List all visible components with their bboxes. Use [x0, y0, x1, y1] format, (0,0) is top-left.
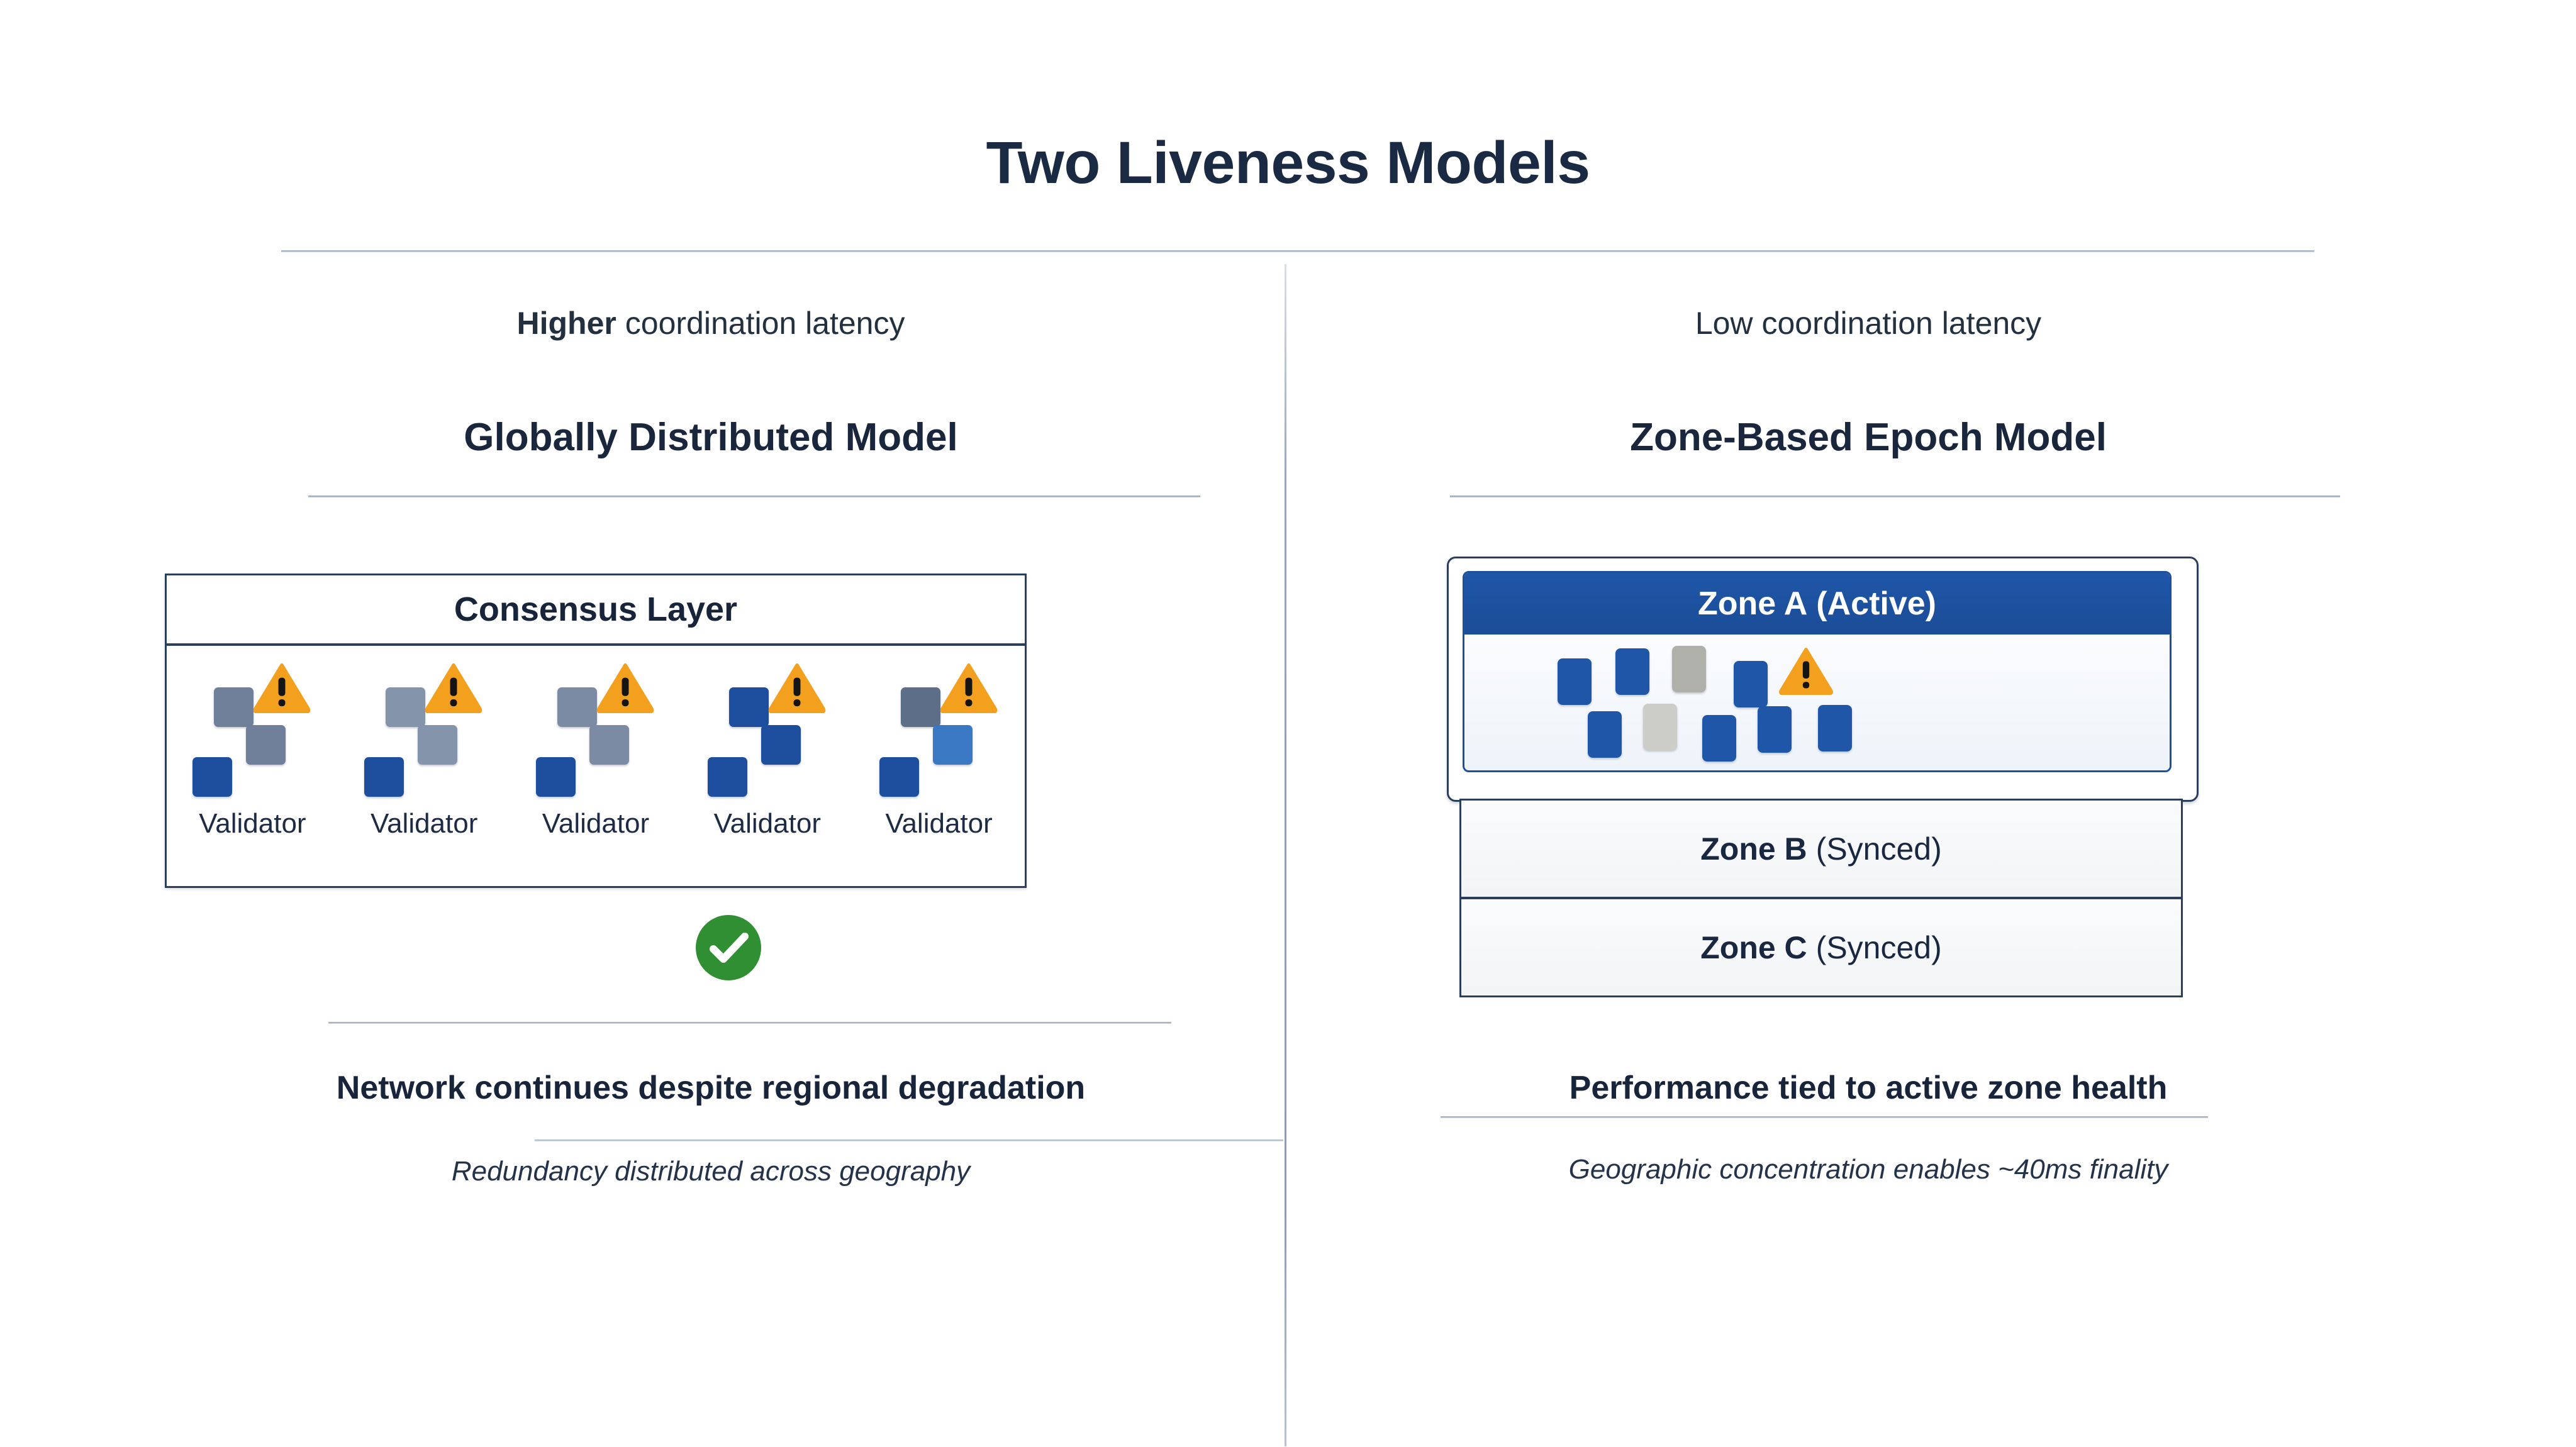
validator-node-square — [214, 687, 254, 727]
page-title: Two Liveness Models — [986, 130, 1590, 196]
validator-label: Validator — [370, 808, 478, 839]
right-model-divider — [1450, 496, 2340, 497]
zone-a-node-square — [1734, 661, 1768, 707]
zone-c-row[interactable]: Zone C (Synced) — [1459, 898, 2183, 997]
validator-node-square — [386, 687, 426, 727]
zone-a-node-square — [1615, 648, 1649, 695]
zone-a-node-square — [1558, 658, 1592, 705]
left-model-title: Globally Distributed Model — [464, 416, 958, 459]
validator-label: Validator — [542, 808, 650, 839]
right-latency-note: Low coordination latency — [1315, 305, 2422, 341]
validator-5: Validator — [861, 660, 1017, 840]
right-latency-prefix: Low — [1695, 306, 1753, 341]
validator-nodes — [879, 660, 999, 804]
validator-node-square — [192, 757, 233, 797]
right-model-title: Zone-Based Epoch Model — [1630, 416, 2107, 459]
validator-node-square — [728, 687, 769, 727]
validator-1: Validator — [174, 660, 330, 840]
validator-node-square — [761, 725, 801, 765]
zone-a-header: Zone A (Active) — [1464, 573, 2170, 635]
right-caption-main: Performance tied to active zone health — [1569, 1070, 2168, 1106]
validator-node-square — [900, 687, 940, 727]
warning-triangle-icon — [940, 663, 998, 714]
validator-node-square — [879, 757, 919, 797]
validator-node-square — [932, 725, 973, 765]
validator-nodes — [364, 660, 484, 804]
zone-a-node-square — [1588, 711, 1622, 758]
zone-b-name: Zone B — [1700, 831, 1807, 867]
validator-2: Validator — [346, 660, 502, 840]
consensus-layer-header: Consensus Layer — [167, 575, 1025, 646]
warning-triangle-icon — [1779, 647, 1833, 696]
warning-triangle-icon — [596, 663, 654, 714]
zone-c-state: (Synced) — [1815, 929, 1942, 965]
left-caption-main: Network continues despite regional degra… — [336, 1070, 1086, 1106]
zone-a-state: (Active) — [1816, 585, 1936, 622]
validator-label: Validator — [885, 808, 993, 839]
validator-node-square — [364, 757, 404, 797]
zone-a-node-square — [1643, 704, 1677, 750]
right-latency-rest: coordination latency — [1761, 306, 2042, 341]
left-caption-sub: Redundancy distributed across geography — [451, 1156, 971, 1187]
validator-label: Validator — [199, 808, 306, 839]
zone-a-node-square — [1758, 706, 1792, 753]
zone-a-name: Zone A — [1698, 585, 1808, 622]
validator-3: Validator — [518, 660, 674, 840]
validator-nodes — [192, 660, 312, 804]
left-latency-note: Higher coordination latency — [157, 305, 1264, 341]
right-section-divider — [1441, 1116, 2208, 1118]
left-section-divider — [328, 1022, 1171, 1024]
validator-node-square — [535, 757, 576, 797]
zone-b-state: (Synced) — [1815, 831, 1942, 867]
green-check-circle-icon — [694, 914, 762, 982]
left-latency-rest: coordination latency — [625, 306, 905, 341]
zone-b-row[interactable]: Zone B (Synced) — [1459, 799, 2183, 898]
zone-a-card[interactable]: Zone A (Active) — [1463, 571, 2172, 772]
validator-4: Validator — [689, 660, 845, 840]
warning-triangle-icon — [425, 663, 482, 714]
validator-node-square — [557, 687, 597, 727]
zone-c-name: Zone C — [1700, 929, 1807, 965]
validator-node-square — [418, 725, 458, 765]
zone-a-node-square — [1818, 705, 1852, 751]
left-latency-prefix: Higher — [516, 306, 616, 341]
left-model-divider — [308, 496, 1200, 497]
validator-node-square — [246, 725, 286, 765]
zone-a-nodes — [1464, 635, 2170, 770]
validator-label: Validator — [713, 808, 821, 839]
title-divider — [281, 250, 2314, 252]
zone-a-frame: Zone A (Active) — [1447, 557, 2199, 802]
warning-triangle-icon — [253, 663, 311, 714]
warning-triangle-icon — [768, 663, 826, 714]
zone-a-node-square — [1672, 646, 1706, 692]
validator-node-square — [707, 757, 747, 797]
validator-nodes — [535, 660, 655, 804]
zone-a-node-square — [1702, 715, 1736, 762]
validators-row: Validator Validator Validator Validator Vali… — [167, 646, 1025, 888]
right-caption-sub: Geographic concentration enables ~40ms f… — [1568, 1154, 2168, 1185]
left-caption-divider — [535, 1139, 1283, 1141]
validator-nodes — [707, 660, 827, 804]
column-divider — [1285, 264, 1286, 1446]
validator-node-square — [589, 725, 629, 765]
